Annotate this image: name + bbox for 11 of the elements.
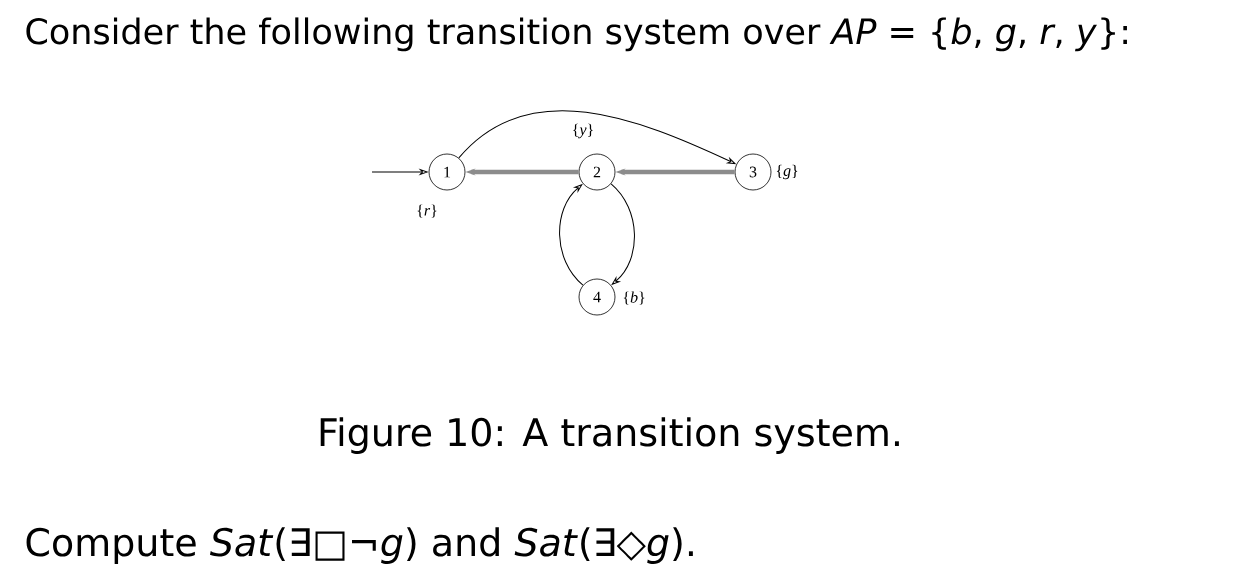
state-label: {y} xyxy=(573,123,593,139)
arrow xyxy=(610,183,635,285)
state-label: {b} xyxy=(623,291,645,305)
arrow xyxy=(458,110,736,165)
state-label: {g} xyxy=(776,164,798,180)
heading: Consider the following transition system over AP = {b, g, r, y}: xyxy=(26,17,1127,52)
state-label: {r} xyxy=(417,204,437,218)
arrow xyxy=(371,169,428,175)
arrow xyxy=(559,184,584,286)
caption: Figure 10: A transition system. xyxy=(320,417,899,454)
task-text: Compute Sat(∃□¬g) and Sat(∃◇g). xyxy=(26,527,693,564)
